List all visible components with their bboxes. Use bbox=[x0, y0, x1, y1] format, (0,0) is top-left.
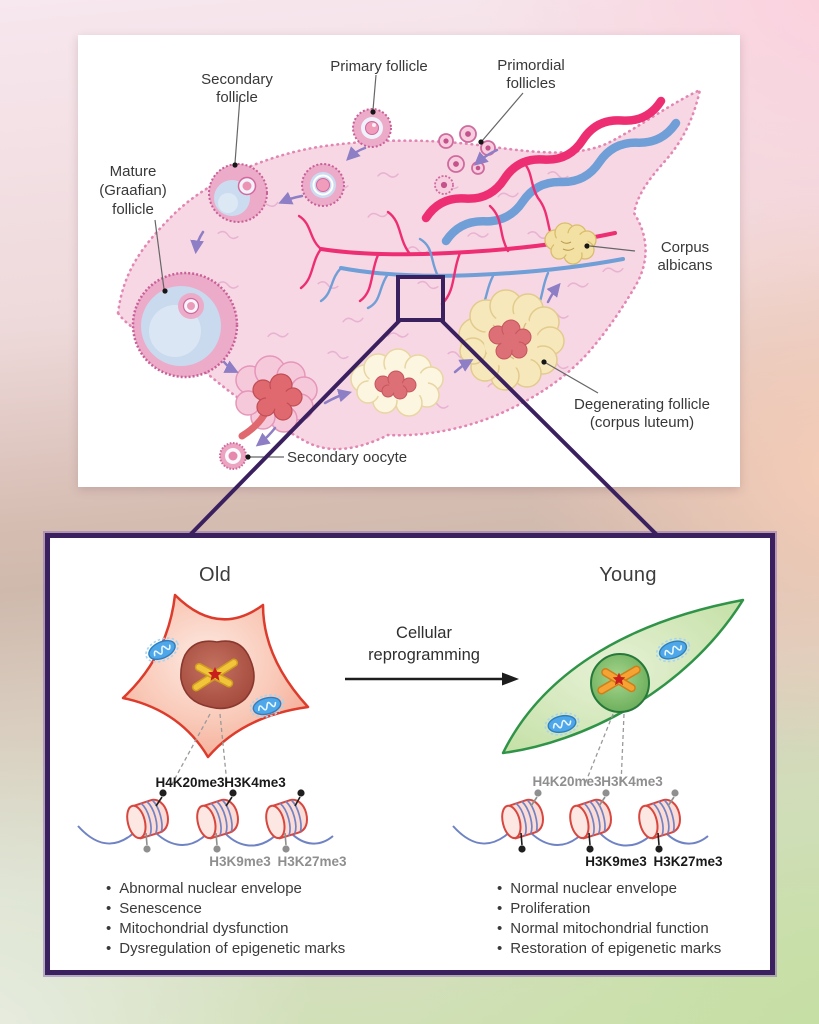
primary-follicle bbox=[352, 108, 392, 148]
mark-old-h3k9me3: H3K9me3 bbox=[209, 854, 271, 869]
secondary-follicle bbox=[208, 163, 268, 223]
secondary-oocyte bbox=[219, 442, 247, 470]
label-corpus-albicans: Corpus albicans bbox=[657, 239, 713, 274]
lost-mark-stems bbox=[530, 796, 675, 807]
ovarian-vessels-tube bbox=[421, 96, 681, 246]
nucleosome-diagram-young bbox=[452, 789, 709, 853]
label-secondary-oocyte: Secondary oocyte bbox=[287, 449, 408, 466]
list-item: Mitochondrial dysfunction bbox=[106, 919, 446, 939]
mark-young-h4k20me3: H4K20me3 bbox=[532, 774, 602, 789]
label-mature-follicle: Mature (Graafian) follicle bbox=[99, 163, 167, 218]
old-title: Old bbox=[198, 564, 232, 586]
old-features-list: Abnormal nuclear envelope Senescence Mit… bbox=[106, 879, 446, 959]
active-mark-stems bbox=[520, 832, 660, 846]
young-cell bbox=[501, 598, 745, 785]
mark-young-h3k27me3: H3K27me3 bbox=[653, 854, 723, 869]
old-cell bbox=[121, 593, 310, 785]
ovary-panel: Secondary follicle Primary follicle Prim… bbox=[78, 35, 740, 487]
lost-mark-stems bbox=[145, 832, 287, 846]
active-mark-dots bbox=[518, 845, 663, 853]
reprogramming-arrow bbox=[345, 672, 519, 686]
label-degenerating-follicle: Degenerating follicle (corpus luteum) bbox=[574, 396, 710, 431]
reprogramming-diagram bbox=[77, 593, 745, 853]
reprogramming-arrow-label: Cellular reprogramming bbox=[368, 624, 480, 664]
old-nucleus-callout-lines bbox=[171, 713, 228, 785]
primordial-follicles bbox=[434, 125, 496, 195]
young-title: Young bbox=[599, 564, 657, 586]
mark-old-h3k27me3: H3K27me3 bbox=[277, 854, 347, 869]
active-mark-dots bbox=[159, 789, 305, 797]
reprogramming-panel: Old Young Cellular reprogramming H4K20me… bbox=[45, 533, 775, 975]
list-item: Normal nuclear envelope bbox=[497, 879, 777, 899]
mature-graafian-follicle bbox=[131, 271, 239, 379]
young-features-list: Normal nuclear envelope Proliferation No… bbox=[497, 879, 777, 959]
list-item: Dysregulation of epigenetic marks bbox=[106, 939, 446, 959]
list-item: Senescence bbox=[106, 899, 446, 919]
mark-old-h4k20me3: H4K20me3 bbox=[155, 775, 225, 790]
early-secondary-follicle bbox=[301, 163, 345, 207]
list-item: Restoration of epigenetic marks bbox=[497, 939, 777, 959]
label-secondary-follicle: Secondary follicle bbox=[201, 71, 273, 106]
list-item: Normal mitochondrial function bbox=[497, 919, 777, 939]
young-nucleus-callout-lines bbox=[584, 713, 625, 785]
label-primary-follicle: Primary follicle bbox=[330, 58, 428, 75]
mark-young-h3k4me3: H3K4me3 bbox=[601, 774, 663, 789]
mark-old-h3k4me3: H3K4me3 bbox=[224, 775, 286, 790]
list-item: Abnormal nuclear envelope bbox=[106, 879, 446, 899]
nucleosome-diagram-old bbox=[77, 789, 334, 853]
lost-mark-dots bbox=[534, 789, 679, 797]
lost-mark-dots bbox=[143, 845, 290, 853]
label-primordial-follicles: Primordial follicles bbox=[497, 57, 565, 92]
list-item: Proliferation bbox=[497, 899, 777, 919]
mark-young-h3k9me3: H3K9me3 bbox=[585, 854, 647, 869]
active-mark-stems bbox=[155, 796, 301, 807]
